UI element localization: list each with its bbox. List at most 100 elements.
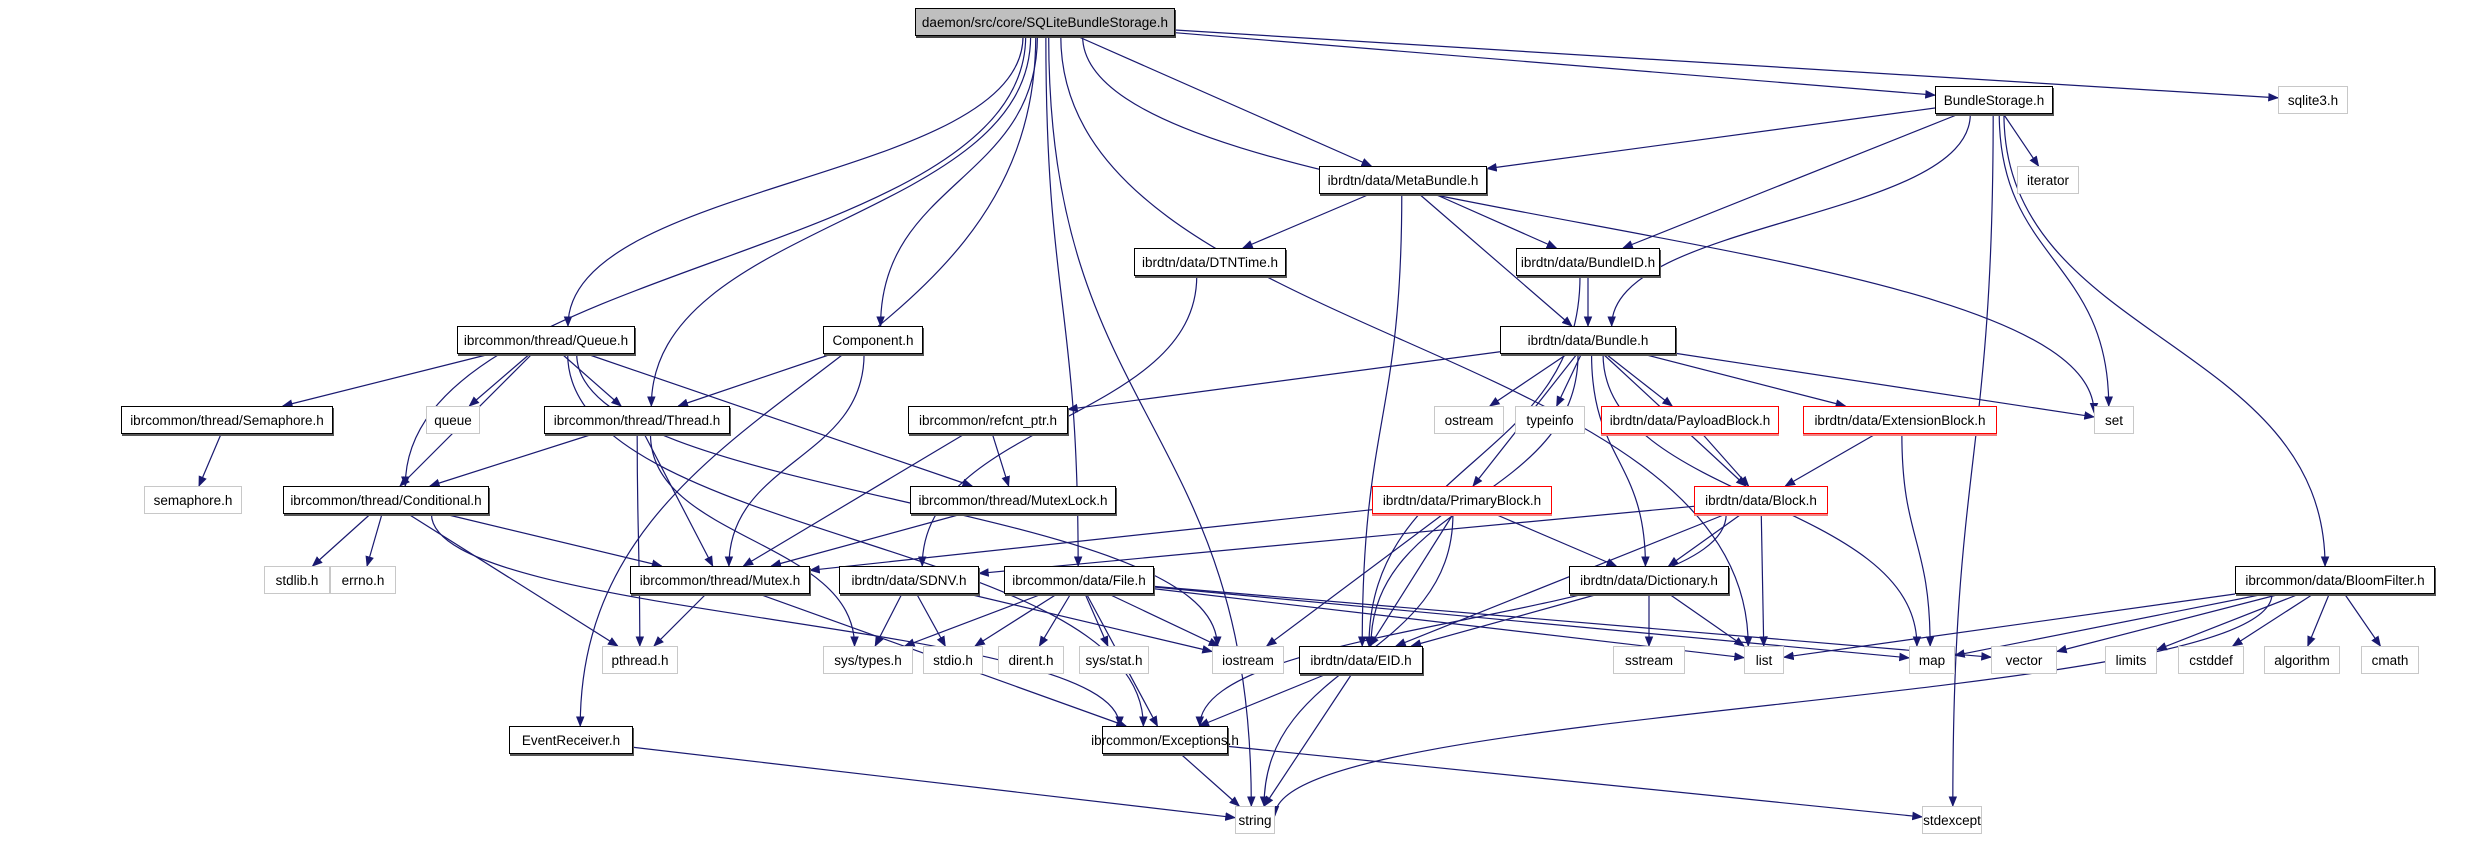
edge-bundlestorage-to-iterator [2002, 113, 2040, 167]
edge-root-to-eventreceiver [575, 35, 1037, 728]
node-ibrcommon-thread-semaphore-h[interactable]: ibrcommon/thread/Semaphore.h [121, 406, 333, 434]
edge-bloomfilter-to-map [1953, 593, 2265, 658]
node-sstream: sstream [1613, 646, 1685, 674]
node-stdlib-h: stdlib.h [264, 566, 330, 594]
node-label: ostream [1444, 412, 1494, 428]
node-label: ibrdtn/data/ExtensionBlock.h [1814, 412, 1986, 428]
edge-queue-to-mutexlock [586, 353, 974, 487]
node-label: ibrcommon/thread/Thread.h [553, 412, 721, 428]
node-ibrdtn-data-bundleid-h[interactable]: ibrdtn/data/BundleID.h [1516, 248, 1660, 276]
edge-bundle-to-refcnt [1066, 351, 1501, 413]
edge-sdnv-to-systypes [874, 593, 903, 647]
node-label: iterator [2026, 172, 2070, 188]
node-label: set [2104, 412, 2123, 428]
node-bundlestorage-h[interactable]: BundleStorage.h [1935, 86, 2053, 114]
edge-dictionary-to-eid [1410, 593, 1599, 648]
edge-mutex-to-pthread [653, 593, 707, 647]
edge-extensionblock-to-map [1901, 433, 1935, 648]
node-ibrcommon-thread-mutexlock-h[interactable]: ibrcommon/thread/MutexLock.h [910, 486, 1116, 514]
node-ibrdtn-data-dictionary-h[interactable]: ibrdtn/data/Dictionary.h [1569, 566, 1729, 594]
node-ostream: ostream [1434, 406, 1504, 434]
node-ibrcommon-thread-conditional-h[interactable]: ibrcommon/thread/Conditional.h [283, 486, 489, 514]
edge-exceptions-to-string [1180, 753, 1241, 807]
node-label: ibrcommon/thread/Semaphore.h [130, 412, 324, 428]
edge-primaryblock-to-eid [1369, 513, 1454, 647]
node-ibrcommon-thread-mutex-h[interactable]: ibrcommon/thread/Mutex.h [630, 566, 810, 594]
edge-bundle-to-payloadblock [1605, 353, 1673, 407]
node-ibrcommon-exceptions-h[interactable]: ibrcommon/Exceptions.h [1091, 726, 1239, 754]
node-ibrcommon-data-bloomfilter-h[interactable]: ibrcommon/data/BloomFilter.h [2235, 566, 2435, 594]
node-queue: queue [426, 406, 480, 434]
edge-metabundle-to-bundle [1418, 193, 1573, 327]
node-ibrdtn-data-sdnv-h[interactable]: ibrdtn/data/SDNV.h [839, 566, 979, 594]
node-ibrdtn-data-dtntime-h[interactable]: ibrdtn/data/DTNTime.h [1134, 248, 1286, 276]
node-label: ibrdtn/data/EID.h [1310, 652, 1412, 668]
node-map: map [1909, 646, 1955, 674]
edge-metabundle-to-bundleid [1434, 193, 1558, 249]
node-label: ibrcommon/data/BloomFilter.h [2245, 572, 2425, 588]
edge-root-to-file [1045, 35, 1083, 568]
node-label: iostream [1222, 652, 1274, 668]
node-stdio-h: stdio.h [923, 646, 983, 674]
node-ibrdtn-data-primaryblock-h[interactable]: ibrdtn/data/PrimaryBlock.h [1372, 486, 1552, 514]
edge-conditional-to-errno [365, 513, 383, 568]
edge-block-to-dictionary [1667, 513, 1742, 567]
node-label: pthread.h [611, 652, 669, 668]
node-ibrcommon-data-file-h[interactable]: ibrcommon/data/File.h [1004, 566, 1154, 594]
node-label: map [1918, 652, 1946, 668]
node-label: cmath [2371, 652, 2409, 668]
edge-bundlestorage-to-set [1998, 113, 2114, 408]
edge-root-to-metabundle [1076, 35, 1373, 167]
node-sys-stat-h: sys/stat.h [1079, 646, 1149, 674]
edge-file-to-stdio [974, 593, 1058, 647]
node-ibrdtn-data-eid-h[interactable]: ibrdtn/data/EID.h [1299, 646, 1423, 674]
node-label: algorithm [2274, 652, 2330, 668]
edge-file-to-vector [1153, 585, 1993, 661]
edge-eventreceiver-to-string [632, 746, 1237, 821]
node-component-h[interactable]: Component.h [823, 326, 923, 354]
edge-primaryblock-to-dictionary [1494, 513, 1618, 567]
edge-queue-to-thread [561, 353, 622, 407]
edge-root-to-queue [563, 35, 1024, 328]
node-errno-h: errno.h [330, 566, 396, 594]
node-label: ibrcommon/thread/MutexLock.h [918, 492, 1108, 508]
node-semaphore-h: semaphore.h [144, 486, 242, 514]
edge-root-to-sqlite3 [1174, 29, 2280, 102]
edge-payloadblock-to-block [1701, 433, 1750, 487]
edge-component-to-thread [677, 353, 832, 407]
edge-bundlestorage-to-stdexcept [1948, 113, 1994, 808]
node-label: semaphore.h [153, 492, 233, 508]
node-label: cstddef [2189, 652, 2233, 668]
edge-bundle-to-extensionblock [1642, 353, 1847, 408]
edge-root-to-set [1082, 35, 2099, 414]
node-label: errno.h [341, 572, 385, 588]
node-label: ibrcommon/thread/Mutex.h [639, 572, 801, 588]
edge-primaryblock-to-iostream [1265, 513, 1444, 647]
edge-bloomfilter-to-string [1270, 593, 2273, 817]
node-label: queue [434, 412, 472, 428]
node-label: stdlib.h [275, 572, 319, 588]
node-ibrdtn-data-payloadblock-h[interactable]: ibrdtn/data/PayloadBlock.h [1601, 406, 1779, 434]
node-ibrcommon-thread-queue-h[interactable]: ibrcommon/thread/Queue.h [457, 326, 635, 354]
node-ibrdtn-data-metabundle-h[interactable]: ibrdtn/data/MetaBundle.h [1319, 166, 1487, 194]
node-label: ibrcommon/thread/Conditional.h [290, 492, 482, 508]
node-ibrdtn-data-block-h[interactable]: ibrdtn/data/Block.h [1694, 486, 1828, 514]
node-label: sstream [1624, 652, 1673, 668]
node-daemon-src-core-sqlitebundlestorage-h[interactable]: daemon/src/core/SQLiteBundleStorage.h [915, 8, 1175, 36]
node-limits: limits [2105, 646, 2157, 674]
edge-primaryblock-to-mutex [808, 509, 1373, 574]
node-ibrcommon-thread-thread-h[interactable]: ibrcommon/thread/Thread.h [544, 406, 730, 434]
node-eventreceiver-h[interactable]: EventReceiver.h [509, 726, 633, 754]
node-ibrcommon-refcnt-ptr-h[interactable]: ibrcommon/refcnt_ptr.h [908, 406, 1068, 434]
node-list: list [1744, 646, 1784, 674]
node-ibrdtn-data-extensionblock-h[interactable]: ibrdtn/data/ExtensionBlock.h [1803, 406, 1997, 434]
node-label: limits [2115, 652, 2147, 668]
node-cstddef: cstddef [2178, 646, 2244, 674]
edge-refcnt-to-mutexlock [991, 433, 1010, 488]
node-algorithm: algorithm [2264, 646, 2340, 674]
edge-exceptions-to-stdexcept [1227, 745, 1924, 821]
node-ibrdtn-data-bundle-h[interactable]: ibrdtn/data/Bundle.h [1500, 326, 1676, 354]
edge-file-to-dirent [1038, 593, 1072, 647]
node-string: string [1235, 806, 1275, 834]
edge-root-to-string [1048, 35, 1256, 808]
